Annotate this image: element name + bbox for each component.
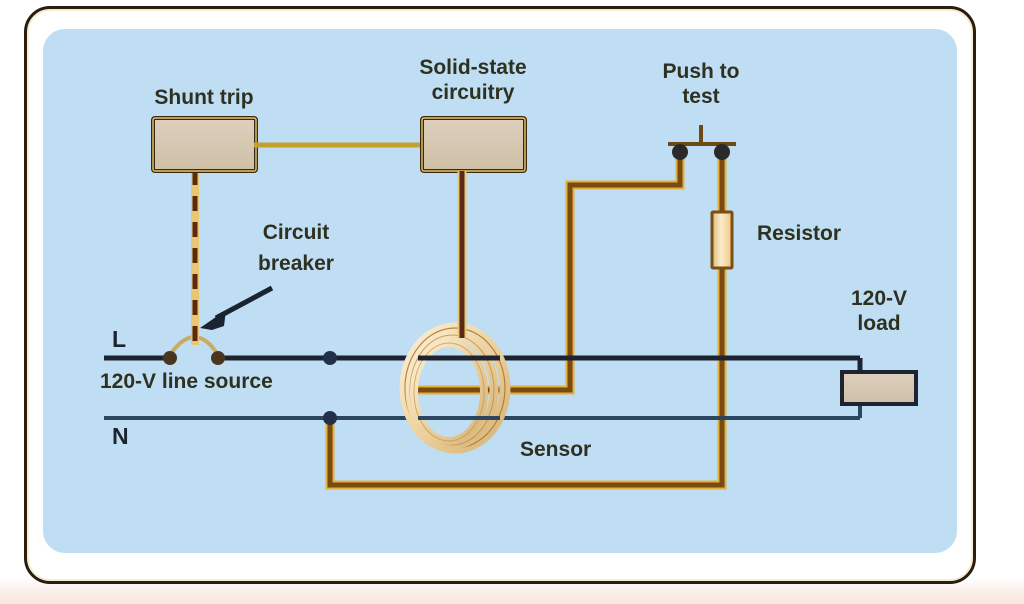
- label-sensor: Sensor: [520, 438, 591, 461]
- load-box[interactable]: [840, 370, 918, 406]
- solid-state-circuitry-box[interactable]: [420, 116, 527, 173]
- label-push-to-test-line2: test: [682, 85, 719, 108]
- circuit-breaker-leader-arrow: [200, 285, 274, 330]
- push-to-test-switch[interactable]: [668, 125, 736, 160]
- label-solid-state-line1: Solid-state: [419, 56, 526, 79]
- sensor-coil: [399, 322, 511, 454]
- label-line-terminal: L: [112, 326, 126, 352]
- junction-dot-line: [323, 351, 337, 365]
- junction-dot-neutral: [323, 411, 337, 425]
- label-solid-state-line2: circuitry: [432, 81, 515, 104]
- label-load-line2: load: [857, 312, 900, 335]
- label-neutral-terminal: N: [112, 423, 129, 449]
- label-load-line1: 120-V: [851, 287, 907, 310]
- label-shunt-trip: Shunt trip: [154, 86, 253, 109]
- test-loop-wire: [325, 268, 727, 490]
- label-line-source: 120-V line source: [100, 370, 273, 393]
- label-resistor: Resistor: [757, 222, 841, 245]
- resistor-symbol: [710, 210, 734, 270]
- label-circuit-breaker-line2: breaker: [258, 252, 334, 275]
- label-circuit-breaker-line1: Circuit: [263, 221, 330, 244]
- circuit-breaker-symbol[interactable]: [163, 170, 225, 365]
- shunt-trip-box[interactable]: [151, 116, 258, 173]
- conductors-through-sensor: [418, 355, 500, 420]
- label-push-to-test-line1: Push to: [663, 60, 740, 83]
- sensor-signal-wire: [405, 152, 685, 395]
